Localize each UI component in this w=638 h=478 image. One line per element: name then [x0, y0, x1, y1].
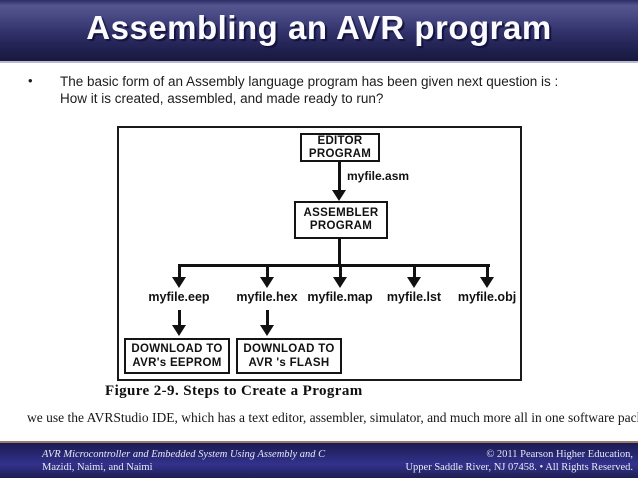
download-flash-line2: AVR 's FLASH [248, 357, 330, 369]
download-eeprom-line1: DOWNLOAD TO [131, 343, 223, 355]
slide-footer-bar: AVR Microcontroller and Embedded System … [0, 441, 638, 478]
download-flash-line1: DOWNLOAD TO [243, 343, 335, 355]
footer-book-info: AVR Microcontroller and Embedded System … [42, 448, 325, 474]
download-flash-box: DOWNLOAD TO AVR 's FLASH [236, 338, 342, 374]
branch-shaft-obj [486, 266, 489, 278]
download-shaft-eeprom [178, 310, 181, 326]
bullet-line-2: How it is created, assembled, and made r… [60, 91, 384, 106]
branch-shaft-hex [266, 266, 269, 278]
figure-caption: Figure 2-9. Steps to Create a Program [105, 383, 363, 399]
footer-copyright: © 2011 Pearson Higher Education, Upper S… [405, 448, 633, 474]
bullet-marker: • [28, 73, 33, 88]
branch-shaft-map [339, 266, 342, 278]
bullet-text: The basic form of an Assembly language p… [60, 73, 558, 107]
editor-box-line2: PROGRAM [308, 147, 372, 160]
trunk-line [338, 239, 341, 266]
output-file-lst: myfile.lst [386, 290, 442, 304]
arrow-down-icon [172, 277, 186, 288]
arrow-down-shaft [338, 162, 341, 191]
arrow-down-icon [172, 325, 186, 336]
arrow-down-icon [260, 325, 274, 336]
output-file-obj: myfile.obj [457, 290, 517, 304]
flowchart-figure: EDITOR PROGRAM myfile.asm ASSEMBLER PROG… [117, 126, 522, 381]
output-file-hex: myfile.hex [236, 290, 298, 304]
output-file-map: myfile.map [307, 290, 373, 304]
footer-authors: Mazidi, Naimi, and Naimi [42, 462, 153, 473]
footer-copyright-line2: Upper Saddle River, NJ 07458. • All Righ… [405, 462, 633, 473]
branch-shaft-eep [178, 266, 181, 278]
assembler-program-box: ASSEMBLER PROGRAM [294, 201, 388, 239]
download-eeprom-line2: AVR's EEPROM [132, 357, 222, 369]
slide-title-bar: Assembling an AVR program [0, 0, 638, 63]
branch-shaft-lst [413, 266, 416, 278]
note-text: we use the AVRStudio IDE, which has a te… [27, 410, 638, 425]
footer-book-title: AVR Microcontroller and Embedded System … [42, 449, 326, 460]
arrow-down-icon [407, 277, 421, 288]
branch-rail-line [178, 264, 490, 267]
arrow-down-icon [333, 277, 347, 288]
asm-file-label: myfile.asm [347, 169, 410, 183]
assembler-box-line1: ASSEMBLER [303, 207, 379, 219]
arrow-down-icon [332, 190, 346, 201]
editor-program-box: EDITOR PROGRAM [300, 133, 380, 162]
bullet-item: • The basic form of an Assembly language… [28, 73, 618, 107]
arrow-down-icon [260, 277, 274, 288]
bullet-line-1: The basic form of an Assembly language p… [60, 74, 559, 89]
download-eeprom-box: DOWNLOAD TO AVR's EEPROM [124, 338, 230, 374]
assembler-box-line2: PROGRAM [309, 220, 373, 232]
editor-box-line1: EDITOR [317, 134, 363, 147]
footer-copyright-line1: © 2011 Pearson Higher Education, [486, 449, 633, 460]
output-file-eep: myfile.eep [148, 290, 210, 304]
download-shaft-flash [266, 310, 269, 326]
arrow-down-icon [480, 277, 494, 288]
page-title: Assembling an AVR program [86, 9, 552, 46]
